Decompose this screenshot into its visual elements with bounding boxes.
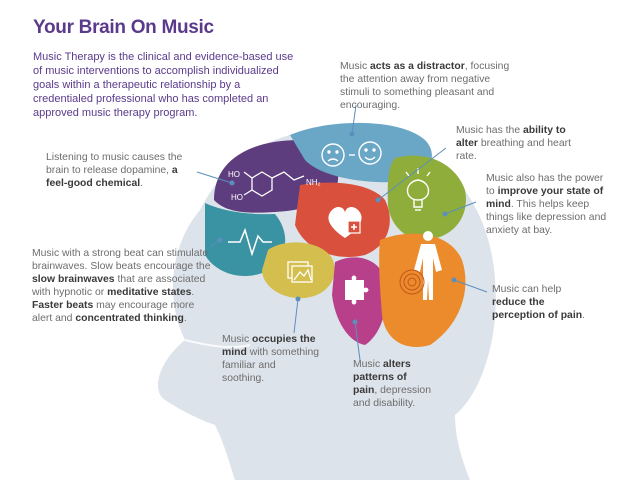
region-patterns [332,257,387,345]
callout-breathing: Music has the ability to alter breathing… [456,125,571,162]
heart-cross-icon [328,206,362,238]
molecule-ho-bottom: HO [231,193,243,202]
faces-icon [321,141,382,167]
callout-distractor: Music acts as a distractor, focusing the… [340,61,510,111]
region-brainwaves [205,203,286,276]
region-mood [387,155,466,240]
callout-mood: Music also has the power to improve your… [486,173,607,236]
pictures-icon [287,261,313,283]
page-title: Your Brain On Music [33,17,214,38]
molecule-nh2: NH₂ [306,178,321,187]
puzzle-icon [345,275,369,305]
callout-patterns: Music alters patterns of pain, depressio… [353,359,431,409]
region-pain [379,233,466,347]
callout-dopamine: Listening to music causes the brain to r… [46,152,183,189]
intro-text: Music Therapy is the clinical and eviden… [33,51,294,119]
dopamine-molecule-icon [243,171,305,197]
callout-pain: Music can help reduce the perception of … [492,284,585,321]
callout-occupies: Music occupies the mind with something f… [222,334,320,384]
heartbeat-icon [228,227,272,257]
body-pain-icon [399,231,442,300]
callout-lines [196,104,488,361]
callout-brainwaves: Music with a strong beat can stimulate b… [32,248,211,324]
molecule-ho-top: HO [228,170,240,179]
